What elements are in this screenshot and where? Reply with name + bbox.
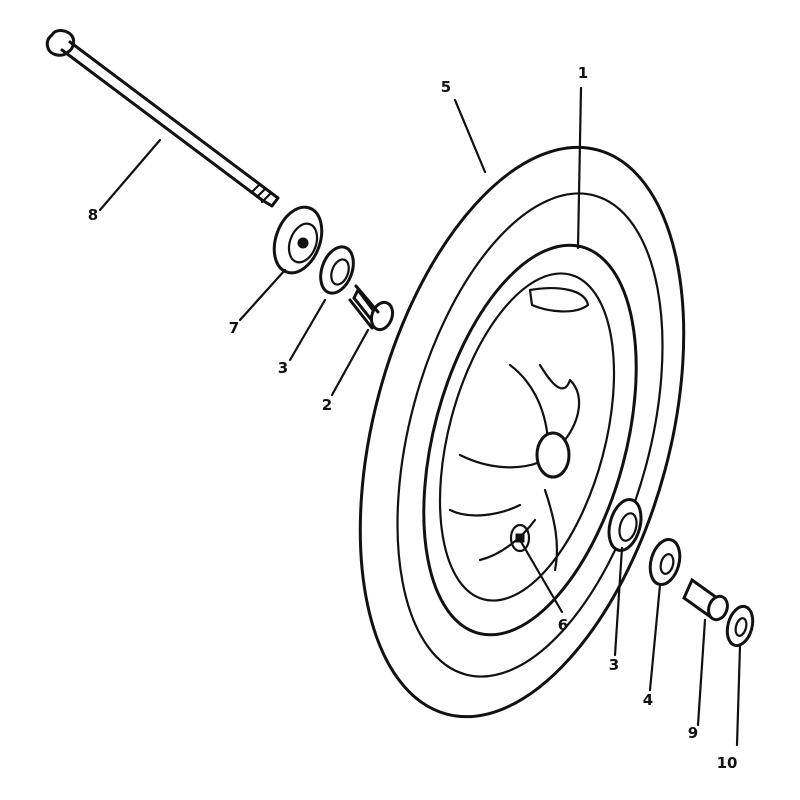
leader-lines: [98, 86, 742, 747]
spacer-right: [682, 577, 729, 622]
callout-2: 2: [322, 396, 332, 414]
callout-5: 5: [441, 78, 451, 96]
callout-3-right: 3: [609, 656, 619, 674]
wheel-spokes: [448, 287, 590, 572]
bearing-right: [607, 498, 643, 552]
bearing-left: [319, 245, 355, 295]
callout-1: 1: [578, 64, 588, 82]
axle: [45, 29, 280, 208]
callout-9: 9: [688, 724, 698, 742]
nut: [725, 604, 755, 648]
hub-center: [535, 431, 571, 479]
hub-flange: [272, 205, 324, 275]
tire: [358, 145, 686, 719]
callout-7: 7: [229, 319, 239, 337]
spacer-left: [348, 284, 395, 332]
valve: [509, 523, 531, 553]
callout-6: 6: [558, 616, 568, 634]
callout-8: 8: [88, 206, 98, 224]
rim: [422, 243, 638, 637]
callout-3-left: 3: [278, 359, 288, 377]
callout-4: 4: [643, 691, 653, 709]
washer: [648, 537, 682, 587]
callout-labels: 1 5 8 7 3 2 6 3 4 9 10: [88, 64, 738, 772]
callout-10: 10: [717, 754, 738, 772]
